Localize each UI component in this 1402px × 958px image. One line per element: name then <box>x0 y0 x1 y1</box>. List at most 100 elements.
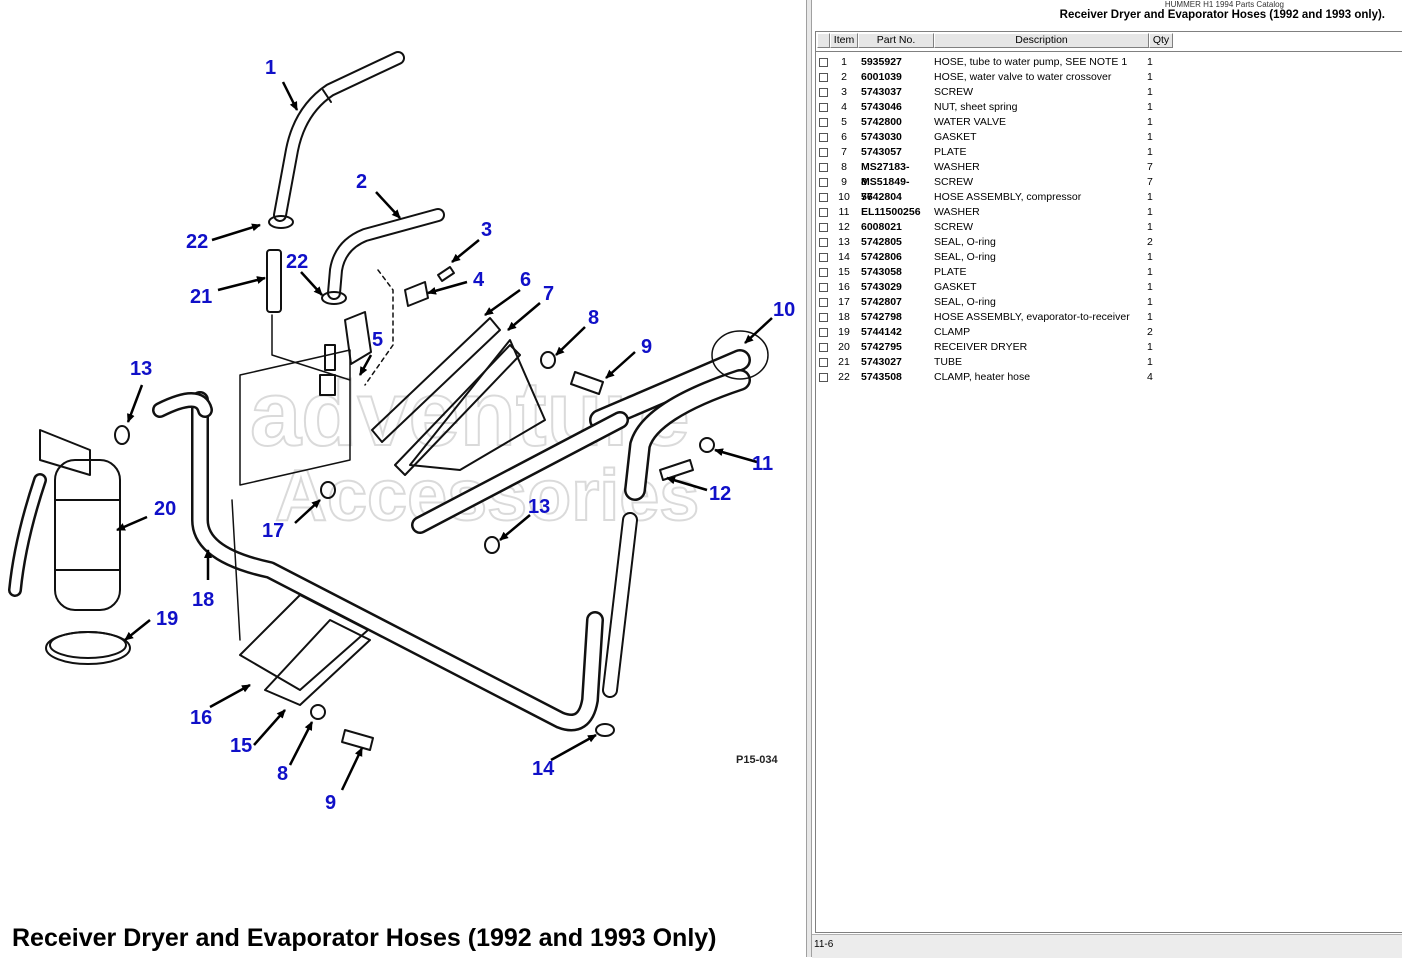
part-description: PLATE <box>934 146 967 158</box>
part-description: HOSE ASSEMBLY, compressor <box>934 191 1082 203</box>
row-checkbox[interactable] <box>819 238 828 247</box>
row-checkbox[interactable] <box>819 373 828 382</box>
part-number: 5742795 <box>861 341 902 353</box>
nut-4 <box>404 281 429 307</box>
row-checkbox[interactable] <box>819 118 828 127</box>
row-checkbox[interactable] <box>819 283 828 292</box>
row-checkbox[interactable] <box>819 343 828 352</box>
item-number: 21 <box>838 356 850 368</box>
part-description: HOSE, water valve to water crossover <box>934 71 1112 83</box>
callout-18: 18 <box>192 589 214 611</box>
part-qty: 1 <box>1147 221 1153 233</box>
item-number: 18 <box>838 311 850 323</box>
part-description: SEAL, O-ring <box>934 296 996 308</box>
part-number: 6008021 <box>861 221 902 233</box>
part-description: WASHER <box>934 206 980 218</box>
page-number: 11-6 <box>814 939 834 950</box>
part-description: SCREW <box>934 221 974 233</box>
callout-14: 14 <box>532 758 555 780</box>
header-description[interactable]: Description <box>934 33 1149 48</box>
part-description: HOSE ASSEMBLY, evaporator-to-receiver <box>934 311 1130 323</box>
part-number: 5744142 <box>861 326 902 338</box>
receiver-dryer <box>54 459 121 611</box>
part-qty: 1 <box>1147 101 1153 113</box>
part-number: 5742805 <box>861 236 902 248</box>
row-checkbox[interactable] <box>819 193 828 202</box>
part-qty: 1 <box>1147 206 1153 218</box>
part-description: PLATE <box>934 266 967 278</box>
callout-6: 6 <box>520 269 531 291</box>
row-checkbox[interactable] <box>819 133 828 142</box>
water-valve <box>344 311 372 365</box>
item-number: 17 <box>838 296 850 308</box>
figure-caption: Receiver Dryer and Evaporator Hoses (199… <box>12 924 717 952</box>
part-number: 5743027 <box>861 356 902 368</box>
part-description: SEAL, O-ring <box>934 251 996 263</box>
row-checkbox[interactable] <box>819 73 828 82</box>
item-number: 15 <box>838 266 850 278</box>
callout-11: 11 <box>752 453 773 475</box>
panel-splitter[interactable] <box>806 0 812 957</box>
parts-list-panel: HUMMER H1 1994 Parts Catalog Receiver Dr… <box>812 0 1402 958</box>
clamp-22-mid <box>321 291 347 305</box>
row-checkbox[interactable] <box>819 328 828 337</box>
item-number: 10 <box>838 191 850 203</box>
row-checkbox[interactable] <box>819 58 828 67</box>
callout-16: 16 <box>190 707 212 729</box>
row-checkbox[interactable] <box>819 358 828 367</box>
row-checkbox[interactable] <box>819 208 828 217</box>
part-qty: 2 <box>1147 326 1153 338</box>
part-number: 5743029 <box>861 281 902 293</box>
callout-19: 19 <box>156 608 178 630</box>
row-checkbox[interactable] <box>819 178 828 187</box>
header-part-no[interactable]: Part No. <box>858 33 934 48</box>
item-number: 8 <box>841 161 847 173</box>
callout-17: 17 <box>262 520 284 542</box>
table-header: Item Part No. Description Qty <box>817 33 1173 48</box>
plate-7 <box>409 339 546 471</box>
row-checkbox[interactable] <box>819 103 828 112</box>
status-bar: 11-6 <box>812 934 1402 958</box>
callout-10: 10 <box>773 299 795 321</box>
row-checkbox[interactable] <box>819 88 828 97</box>
callout-9a: 9 <box>641 336 652 358</box>
callout-21: 21 <box>190 286 212 308</box>
row-checkbox[interactable] <box>819 253 828 262</box>
callout-22b: 22 <box>286 251 308 273</box>
item-number: 16 <box>838 281 850 293</box>
row-checkbox[interactable] <box>819 313 828 322</box>
part-number: 5742806 <box>861 251 902 263</box>
part-description: HOSE, tube to water pump, SEE NOTE 1 <box>934 56 1128 68</box>
item-number: 4 <box>841 101 847 113</box>
part-qty: 1 <box>1147 191 1153 203</box>
row-checkbox[interactable] <box>819 223 828 232</box>
callout-1: 1 <box>265 57 276 79</box>
part-qty: 1 <box>1147 266 1153 278</box>
part-number: 5742798 <box>861 311 902 323</box>
row-checkbox[interactable] <box>819 163 828 172</box>
row-checkbox[interactable] <box>819 148 828 157</box>
header-item[interactable]: Item <box>830 33 858 48</box>
part-number: 5742807 <box>861 296 902 308</box>
part-qty: 1 <box>1147 356 1153 368</box>
part-description: GASKET <box>934 131 977 143</box>
callout-22a: 22 <box>186 231 208 253</box>
part-qty: 2 <box>1147 236 1153 248</box>
item-number: 3 <box>841 86 847 98</box>
header-select-column[interactable] <box>817 33 830 48</box>
callout-15: 15 <box>230 735 252 757</box>
item-number: 5 <box>841 116 847 128</box>
item-number: 1 <box>841 56 847 68</box>
row-checkbox[interactable] <box>819 268 828 277</box>
tube-21 <box>266 249 282 313</box>
part-number: 5742804 <box>861 191 902 203</box>
part-number: MS27183-8 <box>861 161 910 188</box>
part-qty: 1 <box>1147 116 1153 128</box>
part-qty: 1 <box>1147 296 1153 308</box>
part-description: TUBE <box>934 356 963 368</box>
row-checkbox[interactable] <box>819 298 828 307</box>
header-qty[interactable]: Qty <box>1149 33 1173 48</box>
item-number: 11 <box>838 206 850 218</box>
diagram-panel: adventure Accessories <box>8 51 796 952</box>
compressor-fitting <box>711 330 769 380</box>
